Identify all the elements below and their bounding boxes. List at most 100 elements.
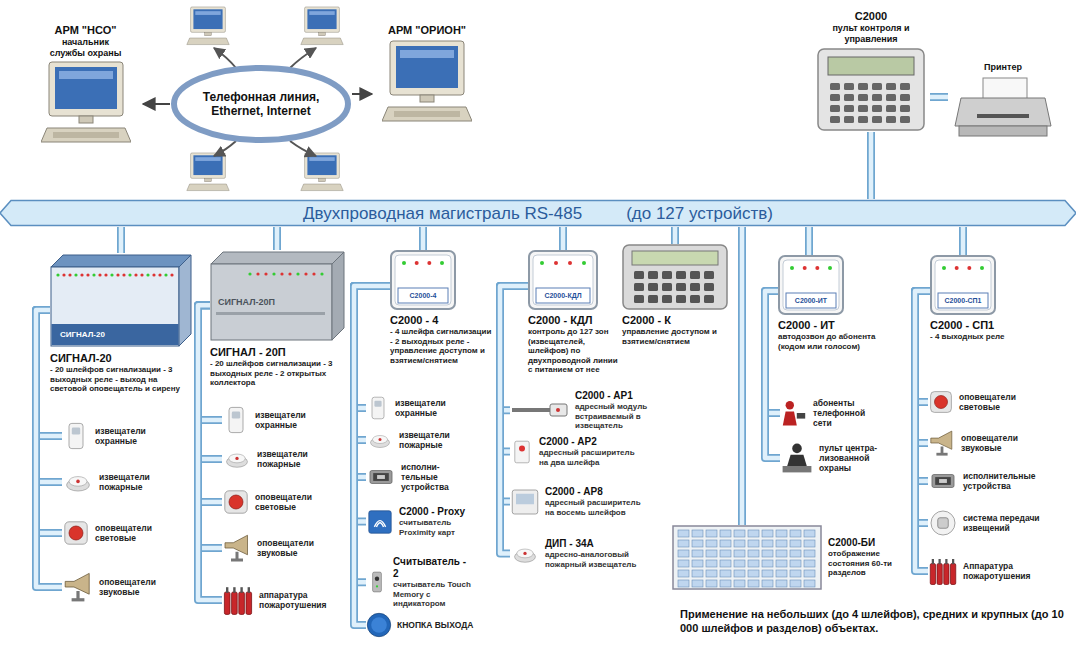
printer-label: Принтер [948,62,1058,73]
item-text-column: извещатели охранные [255,410,330,430]
item-description: адресный расширитель на два шлейфа [539,448,639,467]
connector-stroke [354,286,390,477]
item-text-column: ДИП - 34Аадресно-аналоговый пожарный изв… [545,538,645,569]
device-face-label: СИГНАЛ-20П [218,296,275,308]
pir-icon [222,405,250,435]
bus-node: Двухпроводная магистраль RS-485(до 127 у… [0,199,1076,227]
computer-picture-holder [41,60,131,145]
connector-stroke [765,291,780,458]
bus-pipe [809,227,810,255]
connector-stroke [500,286,528,452]
ext-icon-holder [222,580,254,620]
bus-pipe [500,286,528,410]
device-description: - 20 шлейфов сигнализации - 3 выходных р… [50,365,192,394]
connector-stroke [354,286,390,440]
item-text-column: С2000 - Proxyсчитыватель Proximity карт [399,506,479,537]
item-label: пульт центра- лизованной охраны [819,443,889,473]
connector-stroke [500,286,528,410]
horn-icon-holder [222,532,252,564]
bus-pipe [500,286,528,452]
item-node: С2000 - Proxyсчитыватель Proximity карт [366,506,479,537]
device-picture-holder: С2000-КДЛ [528,250,598,310]
ar2-icon-holder [510,437,534,467]
device-heading: С2000 - КДЛ [528,314,624,327]
item-node: извещатели пожарные [366,430,479,450]
smoke-icon-holder [62,470,94,494]
item-node: извещатели охранные [62,420,173,452]
item-node: система передачи извещений [928,508,1048,538]
item-text-column: оповещатели звуковые [99,577,177,597]
printer-node: Принтер [948,62,1058,138]
item-text-column: извещатели охранные [95,426,173,446]
ar8-icon-holder [510,487,540,517]
exec-icon-holder [928,468,958,494]
bus-pipe [354,286,390,477]
caption-text: Применение на небольших (до 4 шлейфов), … [680,607,1070,635]
connector-stroke [419,227,427,250]
device-description: - 4 выходных реле [930,332,1030,342]
item-text-column: оповещатели световые [255,492,330,512]
ar2-icon [510,437,534,467]
connector-stroke [740,227,745,525]
panel-title: С2000 [812,10,930,23]
connector-stroke [354,286,390,582]
connector-stroke [915,291,930,571]
item-label: система передачи извещений [963,513,1048,533]
smoke-icon [366,430,394,450]
pir-icon-holder [366,394,390,422]
connector-stroke [867,132,875,199]
connector-stroke [354,286,390,440]
connector-stroke [869,132,874,199]
device-picture-holder [622,244,728,310]
phone-icon-holder [780,398,808,428]
item-node: оповещатели световые [928,388,1044,416]
device-face-label: С2000-КДЛ [536,288,590,303]
item-node: ДИП - 34Аадресно-аналоговый пожарный изв… [510,538,645,569]
connector-stroke [36,310,62,587]
device-description: управление доступом и взятием/снятием [622,327,728,346]
item-node: аппаратура пожаротушения [222,580,334,620]
button-icon [366,612,392,638]
device-picture [622,244,728,310]
item-text-column: КНОПКА ВЫХОДА [397,620,477,630]
item-node: исполни- тельные устройства [366,462,471,492]
network-arrow [352,94,372,95]
item-label: извещатели охранные [255,410,330,430]
exec-icon [366,464,396,490]
device-face-label: С2000-СП1 [938,293,988,308]
item-heading: С2000 - АР1 [575,390,670,402]
computer-node: АРМ "ОРИОН" [372,24,482,124]
item-node: извещатели охранные [222,405,330,435]
horn-icon-holder [928,428,956,458]
device-heading: СИГНАЛ - 20П [210,346,345,359]
computer-picture [41,60,131,145]
item-node: исполнительные устройства [928,468,1048,494]
connector-stroke [765,291,780,458]
ar1-icon [510,401,570,419]
item-label: исполнительные устройства [963,471,1048,491]
computer-node: АРМ "НСО"начальник службы охраны [28,24,143,145]
device-heading: С2000 - 4 [390,314,495,327]
reader-icon [366,562,388,602]
device-picture [778,255,844,315]
item-node: С2000 - АР1адресный модуль встраиваемый … [510,390,670,431]
item-label: оповещатели звуковые [961,433,1046,453]
device-description: - 4 шлейфа сигнализации - 2 выходных рел… [390,327,495,365]
item-heading: С2000 - Proxy [399,506,479,518]
proxy-icon-holder [366,507,394,537]
item-node: извещатели пожарные [222,448,332,470]
item-label: оповещатели световые [255,492,330,512]
side-text-column: С2000-БИотображение состояния 60-ти разд… [828,525,898,578]
device-description: отображение состояния 60-ти разделов [828,549,898,578]
device-node: С2000-ИТС2000 - ИТавтодозвон до абонента… [778,255,883,351]
connector-stroke [354,286,390,625]
pir-icon-holder [62,420,90,452]
device-face-label: С2000-ИТ [786,293,836,308]
item-text-column: извещатели пожарные [99,472,177,492]
bus-pipe [423,227,424,250]
item-text-column: исполнительные устройства [963,471,1048,491]
connector-stroke [959,227,967,255]
device-picture-holder: С2000-СП1 [930,255,996,315]
device-description: - 20 шлейфов сигнализации - 3 выходных р… [210,359,345,388]
bus-label: (до 127 устройств) [626,204,773,223]
